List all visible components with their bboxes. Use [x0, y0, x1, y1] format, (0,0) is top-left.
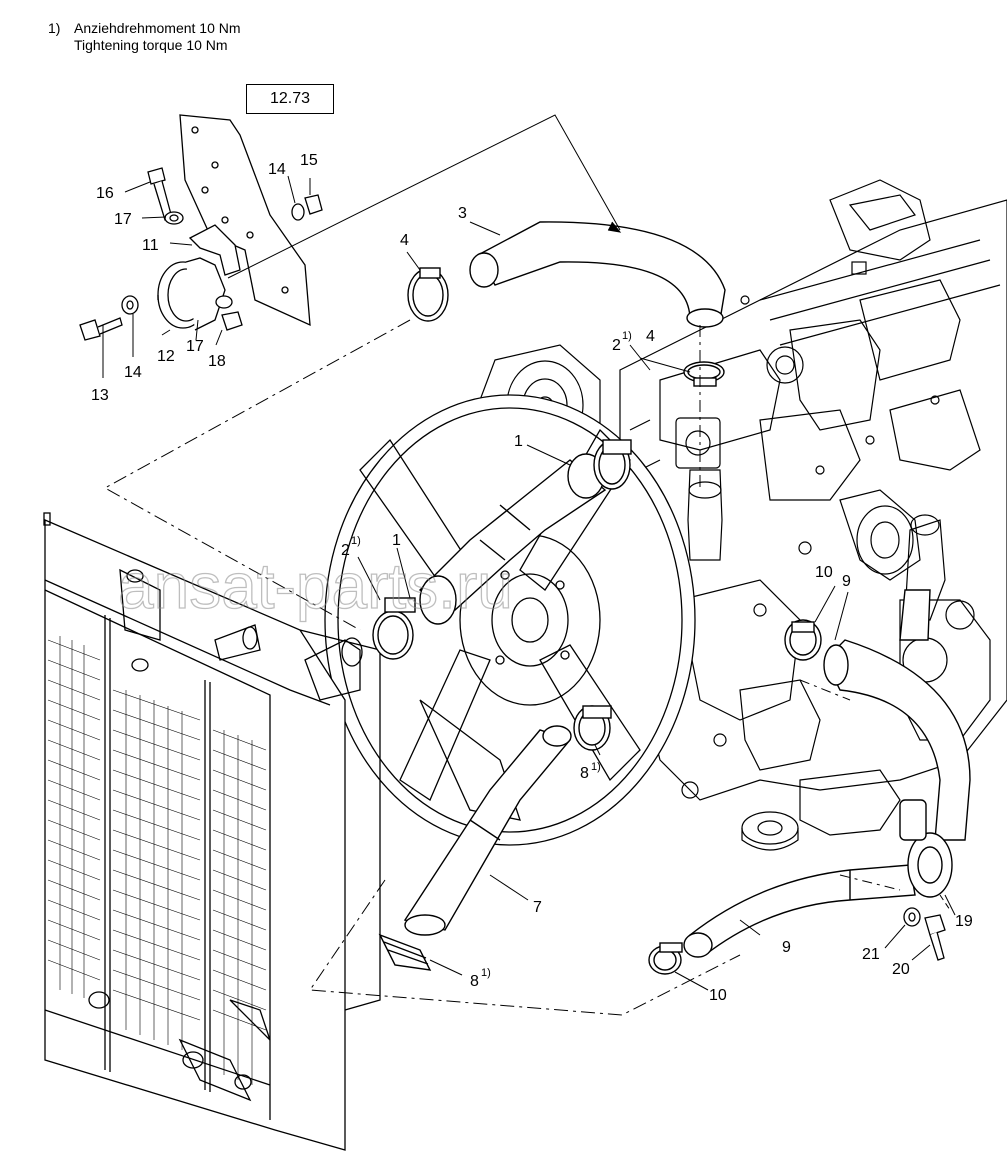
note-english: Tightening torque 10 Nm	[74, 37, 228, 53]
callout-9-bottom[interactable]: 9	[782, 939, 791, 956]
hardware-right	[903, 907, 946, 961]
callout-3[interactable]: 3	[458, 205, 467, 222]
callout-4-left[interactable]: 4	[400, 232, 409, 249]
callout-13[interactable]: 13	[91, 387, 109, 404]
callout-14-bottom[interactable]: 14	[124, 364, 142, 381]
watermark: ansat-parts.ru	[118, 550, 513, 622]
callout-11[interactable]: 11	[142, 237, 159, 254]
callout-19[interactable]: 19	[955, 913, 973, 930]
callout-15[interactable]: 15	[300, 152, 318, 169]
callout-9-top[interactable]: 9	[842, 573, 851, 590]
hoses	[403, 221, 971, 958]
callout-1-left[interactable]: 1	[392, 532, 401, 549]
radiator-core	[47, 636, 267, 1085]
callout-21[interactable]: 21	[862, 946, 880, 963]
callout-18[interactable]: 18	[208, 353, 226, 370]
callout-12[interactable]: 12	[157, 348, 175, 365]
leader-lines	[102, 175, 956, 991]
reference-box[interactable]: 12.73	[246, 84, 334, 114]
callout-8-top-sup: 1)	[591, 761, 601, 773]
callout-8-bottom[interactable]: 8	[470, 973, 479, 990]
callout-4-right[interactable]: 4	[646, 328, 655, 345]
callout-2-right-sup: 1)	[622, 330, 632, 342]
callout-10-top[interactable]: 10	[815, 564, 833, 581]
callout-8-top[interactable]: 8	[580, 765, 589, 782]
assembly-lines	[103, 114, 951, 1016]
callout-17-top[interactable]: 17	[114, 211, 132, 228]
callout-17-bottom[interactable]: 17	[186, 338, 204, 355]
callout-7[interactable]: 7	[533, 899, 542, 916]
callout-2-right[interactable]: 2	[612, 337, 621, 354]
callout-8-bottom-sup: 1)	[481, 967, 491, 979]
callout-2-left-sup: 1)	[351, 535, 361, 547]
callout-20[interactable]: 20	[892, 961, 910, 978]
note-marker: 1)	[48, 20, 61, 36]
hose-clamps	[372, 267, 822, 975]
callouts: 16 17 11 14 15 13 14 12 17 18 3 4 4 2 1)…	[91, 152, 973, 1004]
callout-14-top[interactable]: 14	[268, 161, 286, 178]
callout-10-bottom[interactable]: 10	[709, 987, 727, 1004]
bracket-assembly	[79, 114, 323, 341]
note-german: Anziehdrehmoment 10 Nm	[74, 20, 241, 36]
callout-16[interactable]: 16	[96, 185, 114, 202]
callout-1-right[interactable]: 1	[514, 433, 523, 450]
reference-box-label: 12.73	[269, 90, 311, 107]
callout-2-left[interactable]: 2	[341, 542, 350, 559]
